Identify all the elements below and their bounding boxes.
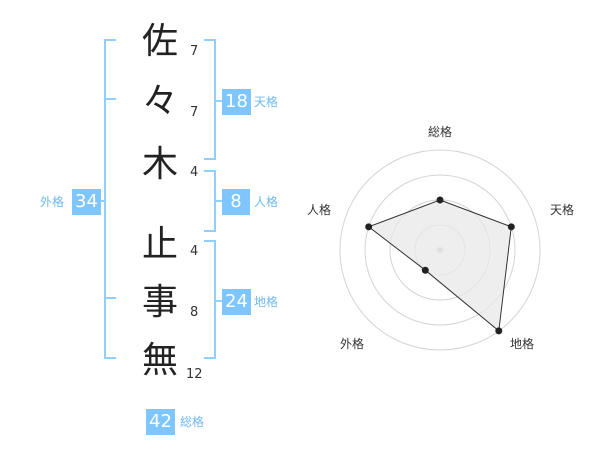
stroke-count-5: 8	[190, 305, 199, 320]
radar-axis-label-tenkaku: 天格	[550, 203, 575, 217]
stroke-count-1: 7	[190, 44, 199, 59]
radar-chart	[339, 149, 541, 351]
soukaku-value-badge: 42	[146, 409, 175, 435]
radar-point-4	[421, 266, 429, 274]
gaikaku-value-badge: 34	[72, 189, 101, 215]
name-char-1: 佐	[141, 21, 178, 62]
radar-point-3	[495, 327, 503, 335]
name-char-4: 止	[141, 224, 178, 265]
jinkaku-label: 人格	[254, 195, 279, 209]
name-brackets	[98, 39, 222, 359]
soukaku-label: 総格	[180, 415, 205, 429]
radar-point-1	[436, 196, 444, 204]
radar-series-polygon	[367, 199, 512, 332]
gaikaku-bracket	[104, 39, 116, 359]
tenkaku-label: 天格	[254, 95, 279, 109]
tenkaku-bracket	[204, 39, 216, 160]
radar-grid-ring-4	[339, 149, 541, 351]
stroke-count-6: 12	[186, 367, 203, 382]
radar-axis-label-jinkaku: 人格	[307, 203, 332, 217]
jinkaku-value-badge: 8	[222, 189, 250, 215]
chikaku-label: 地格	[254, 295, 279, 309]
name-char-2: 々	[141, 81, 178, 122]
stroke-count-2: 7	[190, 105, 199, 120]
gaikaku-label: 外格	[40, 195, 65, 209]
name-char-5: 事	[141, 282, 178, 323]
name-char-6: 無	[141, 340, 178, 381]
tenkaku-value-badge: 18	[222, 89, 251, 115]
stroke-count-3: 4	[190, 165, 199, 180]
radar-point-5	[365, 223, 373, 231]
stroke-count-4: 4	[190, 244, 199, 259]
radar-points	[365, 196, 515, 335]
radar-grid-ring-3	[364, 174, 516, 326]
chikaku-bracket	[204, 240, 216, 359]
jinkaku-bracket	[204, 170, 216, 232]
radar-axis-label-gaikaku: 外格	[340, 337, 365, 351]
name-char-3: 木	[141, 144, 178, 185]
chikaku-value-badge: 24	[222, 289, 251, 315]
radar-axis-label-soukaku: 総格	[428, 125, 453, 139]
radar-axis-label-chikaku: 地格	[510, 337, 535, 351]
radar-point-2	[507, 223, 515, 231]
